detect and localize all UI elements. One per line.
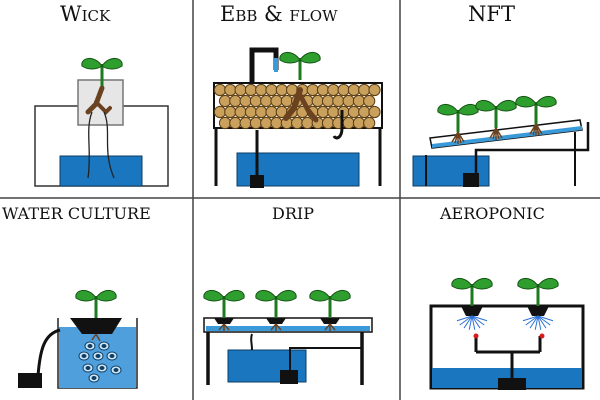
aeroponic-title: AEROPONIC — [440, 204, 545, 223]
water-culture-panel — [18, 288, 138, 389]
drip-title: DRIP — [272, 204, 314, 223]
drip-panel — [202, 288, 373, 385]
aero-plant — [450, 276, 494, 339]
nft-panel — [412, 94, 590, 187]
aeroponic-panel — [429, 276, 585, 390]
ebb-flow-title: Ebb & flow — [220, 2, 338, 26]
air-bubbles — [78, 341, 122, 383]
aero-plant — [516, 276, 560, 339]
water-culture-title: WATER CULTURE — [2, 204, 151, 223]
drip-plant — [202, 288, 246, 331]
wick-panel — [34, 56, 169, 187]
ebb-flow-panel — [213, 47, 383, 188]
wick-title: Wick — [60, 2, 111, 26]
drip-plant — [308, 288, 352, 331]
drip-plant — [254, 288, 298, 331]
clay-pebbles — [213, 83, 381, 130]
nft-title: NFT — [468, 2, 515, 26]
